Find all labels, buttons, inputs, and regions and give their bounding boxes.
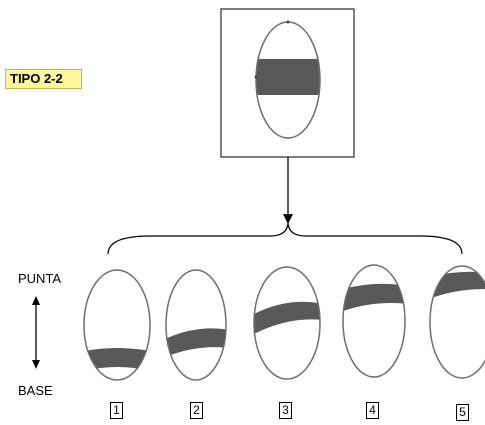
stage-number-2: 2 [190,402,203,419]
arrow-down [283,157,293,224]
grain-2 [165,269,227,381]
punta-base-arrow [32,296,40,369]
punta-label: PUNTA [18,271,62,286]
stage-number-3: 3 [279,402,292,419]
main-grain [254,20,321,139]
base-label: BASE [18,383,53,398]
stage-number-4: 4 [366,402,379,419]
stage-number-5: 5 [456,404,469,421]
curly-brace [107,221,463,255]
stage-number-1: 1 [110,402,123,419]
grain-1 [83,269,151,381]
grain-4 [342,264,406,378]
grain-5 [429,265,485,379]
title-tag: TIPO 2-2 [5,69,82,89]
grain-3 [253,266,321,380]
